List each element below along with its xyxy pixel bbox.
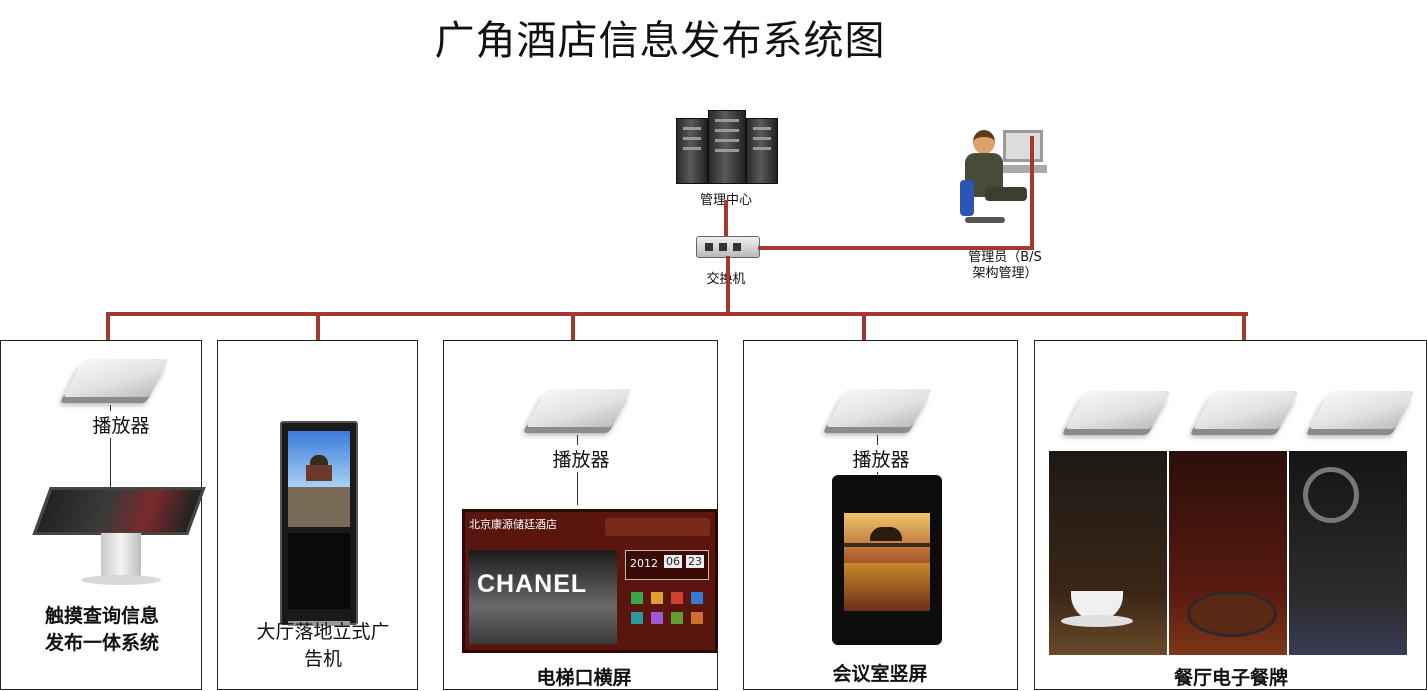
screen-header: 北京康源储廷酒店 — [469, 518, 557, 531]
connector-line — [571, 312, 575, 341]
server-rack-icon — [746, 118, 778, 184]
connector-line — [724, 200, 728, 236]
person-icon — [973, 130, 995, 154]
connector-line — [1030, 136, 1034, 250]
player-label: 播放器 — [831, 445, 931, 472]
landscape-screen: 北京康源储廷酒店 CHANEL 2012 06 23 — [462, 509, 718, 653]
diagram-title: 广角酒店信息发布系统图 — [434, 18, 886, 64]
panel-lobby-standee: 大厅落地立式广 告机 — [217, 340, 418, 690]
menu-board-coffee — [1049, 451, 1167, 655]
menu-board-steak — [1169, 451, 1287, 655]
standee-display-icon — [280, 421, 358, 625]
chair-icon — [960, 180, 974, 216]
admin-node — [955, 125, 1050, 235]
switch-label: 交换机 — [693, 268, 759, 287]
player-label: 播放器 — [531, 445, 631, 472]
panel-caption: 餐厅电子餐牌 — [1173, 667, 1288, 689]
panel-elevator-screen: 播放器 北京康源储廷酒店 CHANEL 2012 06 23 电梯口横屏 — [443, 340, 718, 690]
player-label: 播放器 — [71, 411, 171, 438]
connector-line — [862, 312, 866, 341]
brand-ad: CHANEL — [469, 550, 617, 644]
panel-caption: 大厅落地立式广 告机 — [256, 621, 390, 670]
connector-line — [316, 312, 320, 341]
connector-line — [106, 312, 110, 341]
server-rack-icon — [708, 110, 746, 184]
connector-line — [1242, 312, 1246, 341]
monitor-icon — [1003, 130, 1043, 162]
panel-caption: 会议室竖屏 — [832, 663, 928, 685]
panel-caption: 电梯口横屏 — [536, 667, 632, 689]
panel-touch-kiosk: 播放器 触摸查询信息 发布一体系统 — [0, 340, 206, 690]
date-widget: 2012 06 23 — [625, 550, 709, 580]
server-node — [676, 110, 778, 186]
panel-caption: 触摸查询信息 发布一体系统 — [44, 605, 159, 654]
connector-line — [726, 256, 730, 314]
panel-meeting-room-screen: 播放器 会议室竖屏 — [743, 340, 1018, 690]
touch-kiosk-icon — [32, 487, 206, 587]
portrait-screen — [832, 475, 942, 645]
network-switch-icon — [696, 236, 760, 258]
panel-restaurant-menu: 餐厅电子餐牌 — [1034, 340, 1427, 690]
media-player-icon — [1308, 391, 1416, 429]
media-player-icon — [62, 359, 170, 397]
brand-text: CHANEL — [477, 570, 588, 598]
bus-line — [106, 312, 1248, 316]
media-player-icon — [525, 389, 633, 427]
media-player-icon — [825, 389, 933, 427]
connector-line — [758, 246, 1034, 250]
media-player-icon — [1192, 391, 1300, 429]
admin-label: 管理员（B/S 架构管理） — [968, 250, 1042, 281]
menu-board-film — [1289, 451, 1407, 655]
server-rack-icon — [676, 118, 708, 184]
media-player-icon — [1064, 391, 1172, 429]
